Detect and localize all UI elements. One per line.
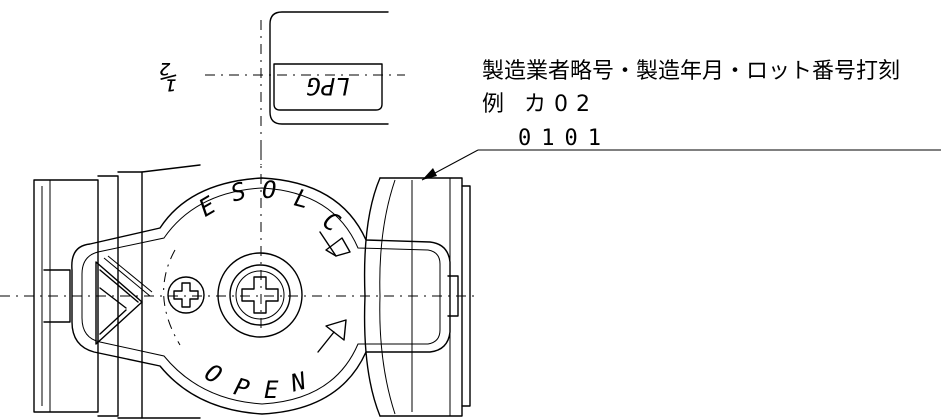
close-letter-s: S [228,177,249,208]
leader-arrow-icon [422,168,437,180]
annotation-line-1: 製造業者略号・製造年月・ロット番号打刻 [482,59,900,84]
handle-inner-outline [81,187,441,405]
valve-handle[interactable]: C L O S E O P E N [71,176,451,415]
rotation-arc [163,249,181,346]
stamp-frame [269,11,389,125]
right-port [447,275,459,317]
left-neck [117,171,143,419]
close-letter-o: O [262,176,276,204]
lpg-plate [273,63,383,111]
maker-logo-icon [95,255,153,345]
open-letter-p: P [231,373,253,404]
top-stamp-view: LPG ½ [159,11,405,165]
close-letter-c: C [318,206,345,238]
open-arrow-icon [317,319,347,353]
annotation-example-code: カ02 [524,92,598,117]
close-arrow-icon [319,231,351,257]
annotation-example-label: 例 [482,92,504,117]
left-hex-detail [41,180,51,412]
body-top-bottom [141,164,201,419]
annotation-lot-code: 0101 [518,126,611,151]
lock-screw [167,276,205,314]
right-hex-detail [411,178,451,416]
size-mark: ½ [159,59,177,94]
left-hex-end [33,179,99,413]
open-letter-o: O [200,358,227,389]
left-flange [97,175,119,417]
close-letter-e: E [194,191,221,223]
right-end-face [461,185,471,407]
close-letter-l: L [291,184,312,215]
gas-type-mark: LPG [306,72,349,100]
stem-screw [217,252,303,338]
right-hex-end [379,177,463,417]
open-letter-n: N [287,367,310,398]
annotation: 製造業者略号・製造年月・ロット番号打刻 例 カ02 0101 [421,59,941,181]
right-body-inner-curve [379,179,396,415]
open-label: O P E N [200,358,310,404]
handle-outline [71,177,451,415]
cross-head-icon [173,282,199,308]
stem-cross-head-icon [241,276,279,314]
right-body-curve [363,177,381,417]
open-letter-e: E [264,376,279,404]
left-port [43,269,71,323]
